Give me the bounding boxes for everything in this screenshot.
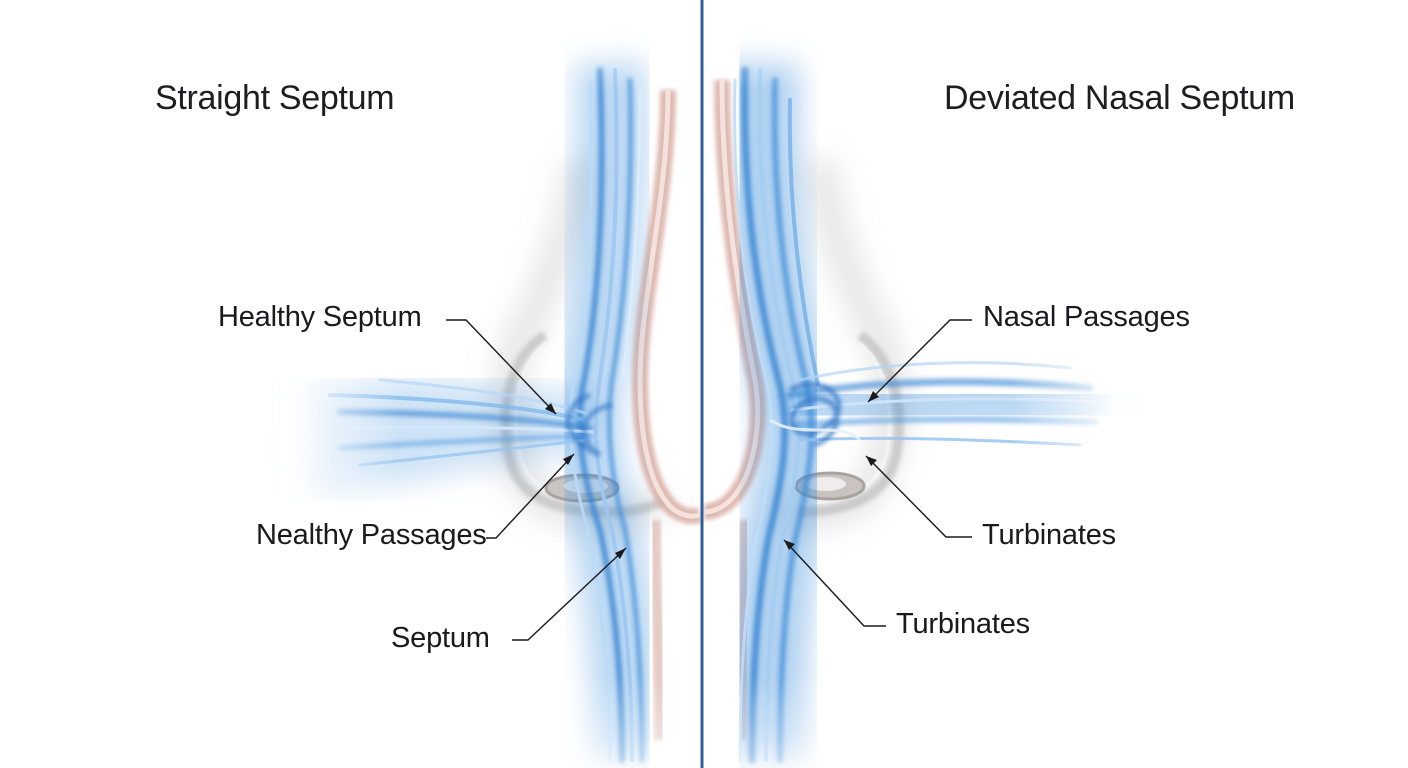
label-septum: Septum (391, 622, 490, 654)
left-panel-title: Straight Septum (155, 79, 395, 117)
right-panel-title: Deviated Nasal Septum (944, 79, 1295, 117)
leader-turbinates-upper (865, 455, 972, 538)
label-turbinates-lower: Turbinates (896, 608, 1030, 640)
leader-septum (512, 547, 627, 641)
leader-nasal-passages (867, 319, 972, 403)
label-healthy-passages: Nealthy Passages (256, 519, 487, 551)
leader-healthy-passages (486, 453, 575, 539)
label-turbinates-upper: Turbinates (982, 519, 1116, 551)
arrowheads (545, 391, 879, 559)
label-healthy-septum: Healthy Septum (218, 301, 422, 333)
leader-healthy-septum (446, 319, 557, 415)
leader-lines (446, 319, 972, 641)
label-nasal-passages: Nasal Passages (983, 301, 1190, 333)
leader-turbinates-lower (783, 539, 886, 627)
